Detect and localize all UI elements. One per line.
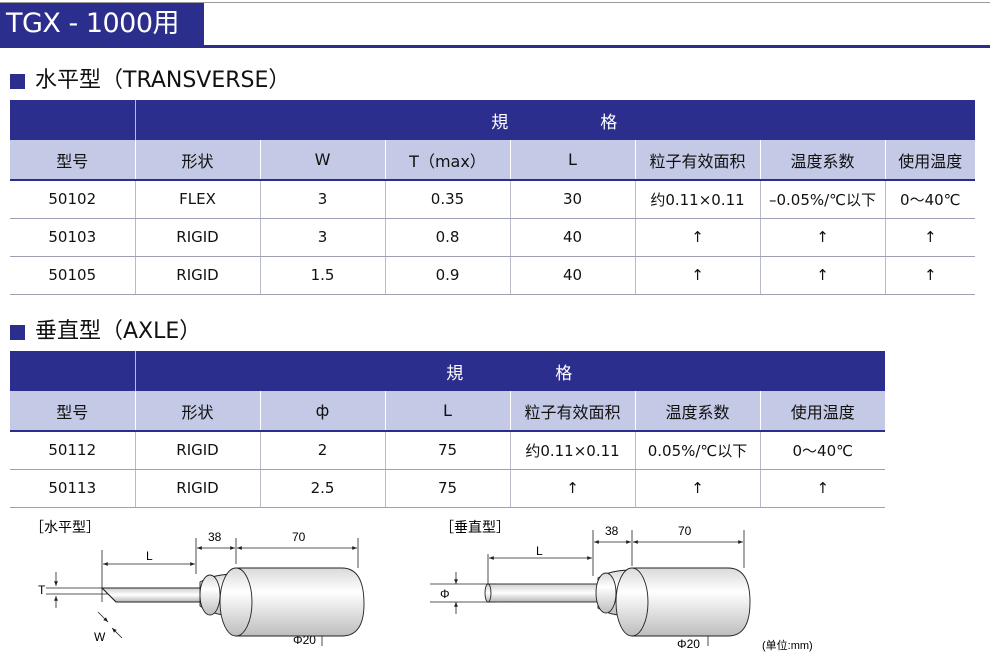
table-row: 50112 RIGID 2 75 约0.11×0.11 0.05%/℃以下 0～… (10, 431, 886, 470)
cell-area: ↑ (635, 218, 761, 257)
right-probe-body (484, 567, 751, 637)
cell-area: 约0.11×0.11 (510, 431, 636, 470)
cell-temp-range: ↑ (885, 218, 976, 257)
cell-temp-coef: ↑ (635, 469, 761, 508)
cell-w: 3 (260, 218, 386, 257)
table-row: 50113 RIGID 2.5 75 ↑ ↑ ↑ (10, 469, 886, 508)
cell-t: 0.9 (385, 256, 511, 295)
col-header-shape: 形状 (135, 140, 261, 181)
axle-header-blank (10, 351, 136, 391)
transverse-column-headers: 型号 形状 W T（max） L 粒子有效面积 温度系数 使用温度 (10, 140, 976, 181)
left-dim-phi20: Φ20 (293, 633, 316, 647)
cell-shape: RIGID (135, 256, 261, 295)
cell-l: 30 (510, 180, 636, 219)
col-header-t: T（max） (385, 140, 511, 181)
right-dim-70: 70 (678, 524, 692, 538)
cell-temp-range: 0～40℃ (885, 180, 976, 219)
table-row: 50103 RIGID 3 0.8 40 ↑ ↑ ↑ (10, 218, 976, 257)
left-dim-38: 38 (208, 530, 222, 544)
cell-temp-coef: 0.05%/℃以下 (635, 431, 761, 470)
cell-temp-coef: –0.05%/℃以下 (760, 180, 886, 219)
right-dim-phi20: Φ20 (677, 637, 700, 651)
axle-header-band: 規格 (10, 351, 886, 391)
col-header-area: 粒子有效面积 (510, 391, 636, 432)
left-probe-body (100, 567, 365, 637)
square-bullet-icon (10, 324, 25, 340)
right-dim-38: 38 (605, 524, 619, 538)
axle-spec-header: 規格 (134, 351, 886, 391)
spec-header-char-1: 規 (491, 112, 511, 133)
spec-header-char-2: 格 (555, 363, 575, 384)
cell-l: 40 (510, 218, 636, 257)
axle-heading-text: 垂直型（AXLE） (35, 319, 202, 344)
cell-temp-range: ↑ (885, 256, 976, 295)
cell-model: 50112 (10, 431, 136, 470)
title-bar: TGX - 1000用 (0, 2, 990, 48)
col-header-w: W (260, 140, 386, 181)
cell-t: 0.8 (385, 218, 511, 257)
cell-t: 0.35 (385, 180, 511, 219)
unit-note: (单位:mm) (762, 638, 813, 652)
spec-header-char-1: 規 (446, 363, 466, 384)
transverse-spec-table: 規格 型号 形状 W T（max） L 粒子有效面积 温度系数 使用温度 501… (10, 100, 976, 295)
spec-header-char-2: 格 (600, 112, 620, 133)
cell-area: ↑ (635, 256, 761, 295)
cell-model: 50102 (10, 180, 136, 219)
left-drawing-label: ［水平型］ (30, 519, 100, 535)
axle-spec-table: 規格 型号 形状 ф L 粒子有效面积 温度系数 使用温度 50112 RIGI… (10, 351, 886, 508)
right-dim-phi: Φ (440, 587, 450, 601)
transverse-header-band: 規格 (10, 100, 976, 140)
col-header-shape: 形状 (135, 391, 261, 432)
cell-w: 1.5 (260, 256, 386, 295)
table-row: 50102 FLEX 3 0.35 30 约0.11×0.11 –0.05%/℃… (10, 180, 976, 219)
cell-temp-coef: ↑ (760, 256, 886, 295)
cell-shape: RIGID (135, 469, 261, 508)
left-dim-w: W (94, 630, 106, 644)
left-dim-l: L (146, 549, 153, 563)
page-title: TGX - 1000用 (0, 3, 204, 45)
col-header-model: 型号 (10, 391, 136, 432)
transverse-heading-text: 水平型（TRANSVERSE） (35, 68, 291, 93)
cell-w: 3 (260, 180, 386, 219)
cell-temp-range: ↑ (760, 469, 886, 508)
col-header-area: 粒子有效面积 (635, 140, 761, 181)
col-header-phi: ф (260, 391, 386, 432)
axle-column-headers: 型号 形状 ф L 粒子有效面积 温度系数 使用温度 (10, 391, 886, 432)
cell-shape: FLEX (135, 180, 261, 219)
cell-shape: RIGID (135, 218, 261, 257)
dimension-drawings-svg: ［水平型］ L 38 70 T W Φ20 (30, 519, 813, 652)
transverse-heading: 水平型（TRANSVERSE） (10, 68, 290, 94)
col-header-l: L (510, 140, 636, 181)
right-dim-l: L (536, 544, 543, 558)
square-bullet-icon (10, 73, 25, 89)
cell-area: ↑ (510, 469, 636, 508)
transverse-spec-header: 規格 (134, 100, 976, 140)
cell-phi: 2.5 (260, 469, 386, 508)
dimension-drawings: ［水平型］ L 38 70 T W Φ20 (0, 512, 990, 659)
cell-model: 50113 (10, 469, 136, 508)
left-dim-t: T (38, 583, 46, 597)
axle-heading: 垂直型（AXLE） (10, 319, 201, 345)
right-drawing-label: ［垂直型］ (440, 519, 510, 535)
col-header-l: L (385, 391, 511, 432)
cell-model: 50105 (10, 256, 136, 295)
cell-phi: 2 (260, 431, 386, 470)
cell-temp-range: 0～40℃ (760, 431, 886, 470)
cell-l: 75 (385, 431, 511, 470)
table-row: 50105 RIGID 1.5 0.9 40 ↑ ↑ ↑ (10, 256, 976, 295)
col-header-temp-coef: 温度系数 (635, 391, 761, 432)
col-header-model: 型号 (10, 140, 136, 181)
cell-shape: RIGID (135, 431, 261, 470)
right-dimension-lines (430, 530, 745, 646)
left-dim-70: 70 (292, 530, 306, 544)
col-header-temp-range: 使用温度 (885, 140, 976, 181)
cell-area: 约0.11×0.11 (635, 180, 761, 219)
cell-l: 40 (510, 256, 636, 295)
transverse-header-blank (10, 100, 136, 140)
cell-temp-coef: ↑ (760, 218, 886, 257)
cell-l: 75 (385, 469, 511, 508)
col-header-temp-range: 使用温度 (760, 391, 886, 432)
cell-model: 50103 (10, 218, 136, 257)
col-header-temp-coef: 温度系数 (760, 140, 886, 181)
